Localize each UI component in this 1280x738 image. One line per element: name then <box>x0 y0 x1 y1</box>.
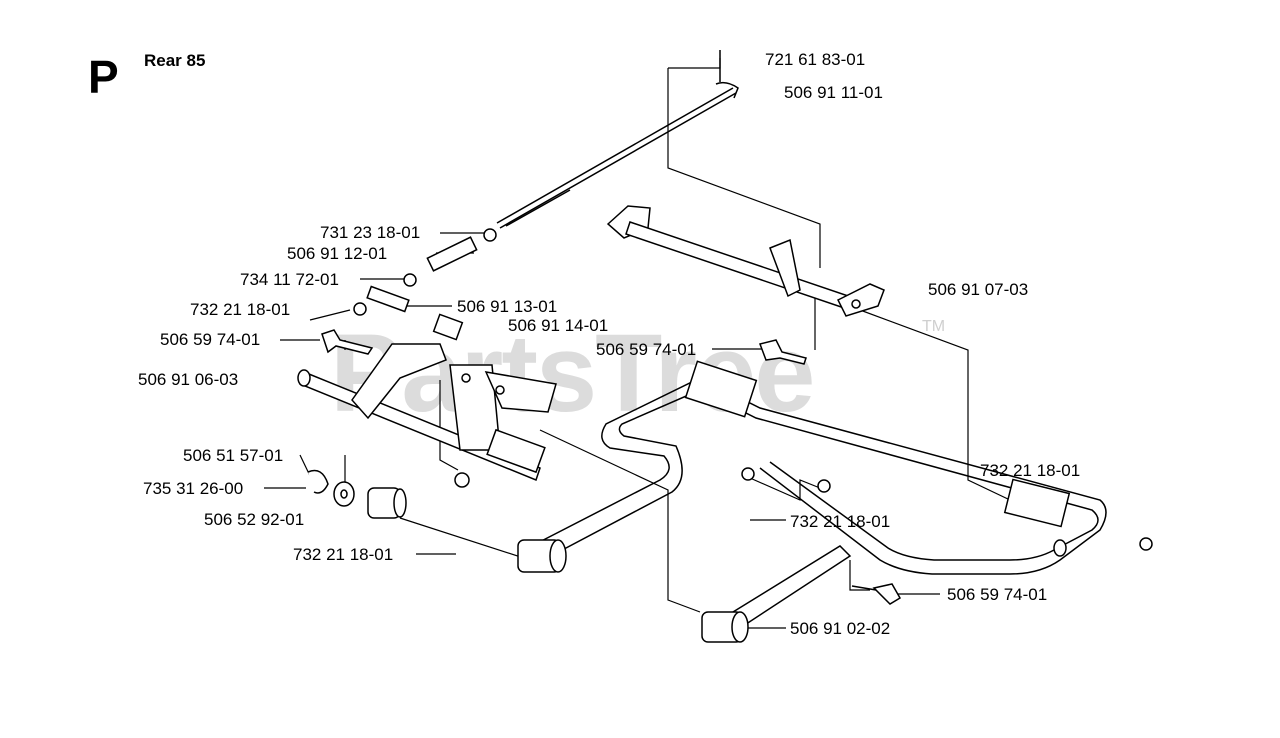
part-callout[interactable]: 732 21 18-01 <box>790 512 891 531</box>
part-callout[interactable]: 732 21 18-01 <box>980 461 1081 480</box>
part-callout[interactable]: 506 51 57-01 <box>183 446 284 465</box>
part-callout[interactable]: 732 21 18-01 <box>190 300 291 319</box>
part-callout[interactable]: 721 61 83-01 <box>765 50 866 69</box>
small-parts <box>321 228 497 355</box>
part-callout[interactable]: 506 91 12-01 <box>287 244 388 263</box>
part-callout[interactable]: 735 31 26-00 <box>143 479 244 498</box>
part-callout[interactable]: 506 91 13-01 <box>457 297 558 316</box>
rear-plate-rod <box>606 205 885 317</box>
part-callout[interactable]: 734 11 72-01 <box>240 270 339 289</box>
part-callout[interactable]: 506 91 06-03 <box>138 370 239 389</box>
part-callout[interactable]: 732 21 18-01 <box>293 545 394 564</box>
section-letter: P <box>88 51 119 103</box>
watermark-tm: TM <box>922 318 946 335</box>
control-rod <box>496 50 739 229</box>
part-callout[interactable]: 731 23 18-01 <box>320 223 421 242</box>
part-callout[interactable]: 506 59 74-01 <box>947 585 1048 604</box>
bolt-right <box>759 339 902 605</box>
part-callout[interactable]: 506 52 92-01 <box>204 510 305 529</box>
part-callout[interactable]: 506 91 11-01 <box>784 83 883 102</box>
part-callout[interactable]: 506 91 07-03 <box>928 280 1029 299</box>
main-frame <box>517 360 1153 643</box>
diagram-title: Rear 85 <box>144 51 206 70</box>
part-callout[interactable]: 506 91 14-01 <box>508 316 609 335</box>
part-callout[interactable]: 506 91 02-02 <box>790 619 891 638</box>
washers <box>307 469 407 519</box>
left-bracket-assembly <box>297 343 557 488</box>
part-callout[interactable]: 506 59 74-01 <box>596 340 697 359</box>
part-callout[interactable]: 506 59 74-01 <box>160 330 261 349</box>
